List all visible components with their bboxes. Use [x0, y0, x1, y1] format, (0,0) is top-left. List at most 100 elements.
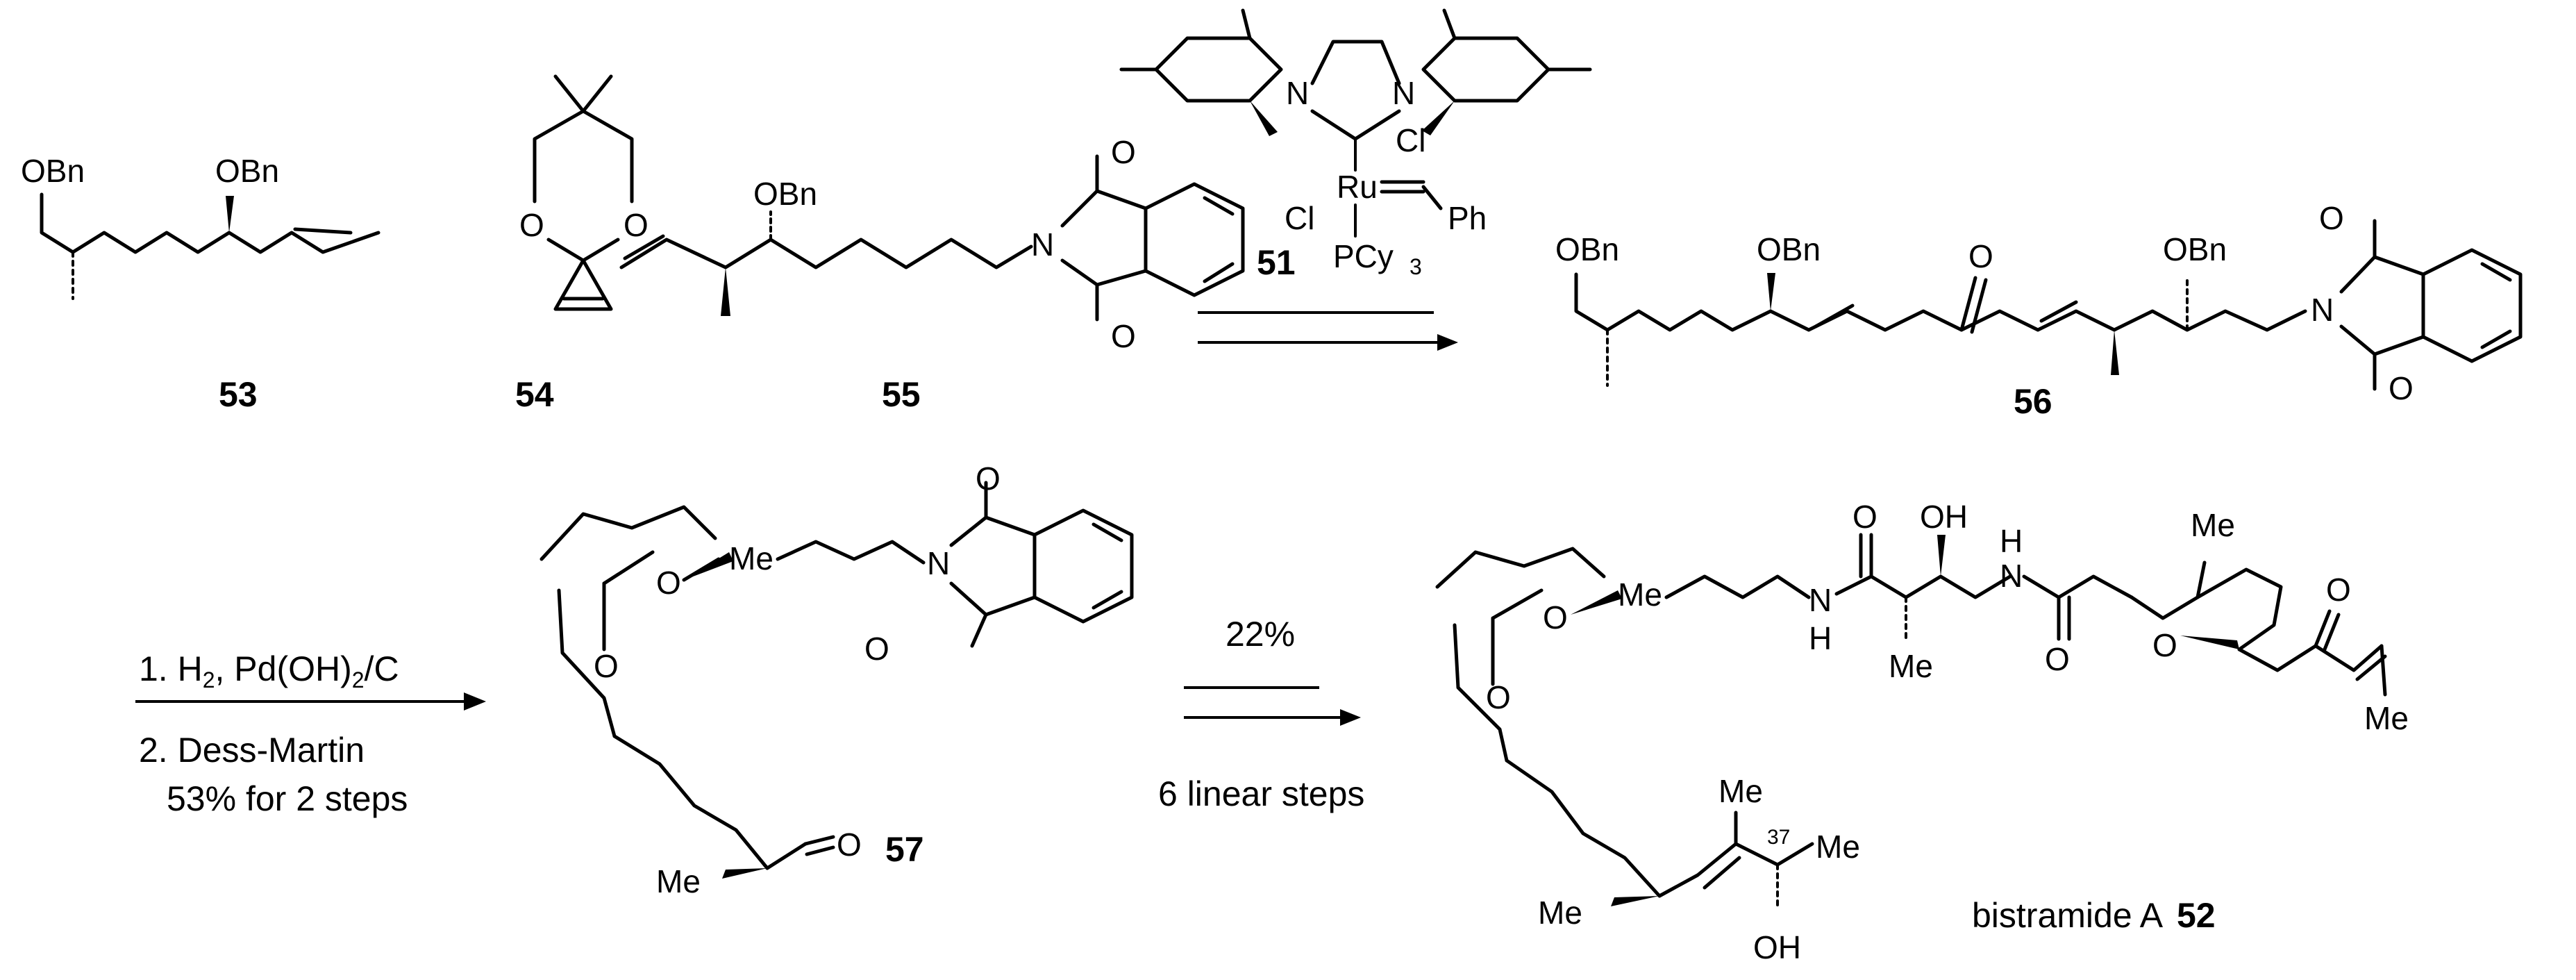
c52-amide1 [1834, 574, 2012, 599]
c56-o-top: O [2319, 200, 2344, 236]
c54-o-right: O [624, 207, 649, 243]
c57-chain-to-n [776, 540, 926, 565]
c56-db-2 [2039, 300, 2078, 323]
c51-mesityl-left [1154, 36, 1283, 103]
arrow-2: 1. H2, Pd(OH)2/C 2. Dess-Martin 53% for … [135, 649, 486, 818]
c52-wedge-oh [1937, 535, 1946, 576]
c52-me-vinyl: Me [1718, 773, 1763, 809]
c55-o-top: O [1111, 134, 1136, 170]
c52-oh-c37: OH [1753, 929, 1801, 965]
c52-nh2-n: N [2000, 558, 2023, 594]
c56-number: 56 [2014, 382, 2052, 421]
c52-me-ring: Me [1618, 576, 1662, 613]
c52-ring-lower [1453, 623, 1509, 763]
c55-o-bottom: O [1111, 318, 1136, 354]
compound-55: OBn N O O 55 [619, 134, 1245, 414]
c57-o-upper: O [656, 565, 681, 601]
c52-oh: OH [1920, 499, 1968, 535]
c52-pyran [2130, 567, 2283, 651]
c57-number: 57 [885, 830, 924, 869]
c52-pyran-wedge [2180, 636, 2239, 649]
c56-benzo [2421, 248, 2523, 363]
c57-o-aldehyde: O [837, 827, 862, 863]
c52-o-amide1: O [1852, 499, 1877, 535]
c54-me2 [581, 74, 613, 113]
c57-wedge-me [722, 868, 767, 879]
c52-enone-db [2355, 654, 2387, 681]
c57-wedge-chain [684, 552, 733, 580]
c52-c37-label: 37 [1767, 826, 1790, 849]
c56-obn-1: OBn [1555, 231, 1619, 267]
c52-amide2 [2022, 574, 2134, 599]
c52-co-enone [2314, 609, 2332, 648]
c56-obn-3: OBn [2163, 231, 2227, 267]
arrow-3-yield: 22% [1226, 615, 1295, 654]
c52-ring-upper-2 [1491, 588, 1544, 620]
c51-mes-right-wedge [1422, 101, 1455, 135]
c57-o-bottom: O [864, 631, 889, 667]
arrow-2-step1: 1. H2, Pd(OH)2/C [139, 649, 399, 692]
arrow-3-steps: 6 linear steps [1158, 774, 1364, 813]
compound-56: OBn OBn O OBn N O O 56 [1555, 200, 2523, 421]
c52-name: bistramide A [1972, 896, 2164, 935]
c51-pcy3: PCy [1333, 238, 1394, 274]
c56-obn-2: OBn [1757, 231, 1821, 267]
c55-benzo-db1 [1203, 196, 1235, 216]
c55-number: 55 [882, 375, 921, 414]
c57-benzo-db1 [1092, 522, 1123, 542]
c56-wedge-obn2 [1767, 273, 1775, 311]
c56-wedge-me [2111, 330, 2119, 375]
compound-57: O O Me N O O Me O 57 [540, 460, 1134, 899]
c57-n: N [927, 545, 950, 581]
c57-ring-upper-2 [602, 550, 655, 585]
c55-imide [1060, 189, 1148, 287]
c52-o-lower: O [1486, 679, 1511, 715]
c55-vinyl-double [623, 234, 665, 260]
c52-number: 52 [2177, 896, 2216, 935]
arrow-2-head [464, 692, 486, 711]
c56-n: N [2311, 292, 2334, 328]
c52-me-chain: Me [1538, 895, 1582, 931]
c57-benzo [1032, 508, 1134, 624]
c52-nh2-h: H [2000, 523, 2023, 559]
c51-nhc-backbone [1310, 40, 1401, 85]
c52-o-enone: O [2326, 572, 2351, 608]
c54-o-left: O [519, 207, 544, 243]
arrow-2-step2: 2. Dess-Martin [139, 731, 365, 770]
c55-chain [619, 238, 1033, 269]
c51-ru: Ru [1337, 169, 1378, 205]
arrow-2-step2-yield: 53% for 2 steps [167, 779, 408, 818]
c57-me-ring: Me [729, 540, 773, 576]
c56-o-ketone: O [1968, 238, 1993, 274]
c53-vinyl-double [293, 227, 353, 235]
c55-obn: OBn [753, 176, 817, 212]
c53-number: 53 [219, 375, 258, 414]
c57-ring-upper [540, 505, 717, 561]
arrow-3-head [1340, 709, 1361, 726]
c57-benzo-db2 [1092, 590, 1123, 610]
compound-53: OBn OBn 53 [21, 153, 380, 414]
c51-mes-right-me2 [1442, 8, 1457, 40]
c57-o-lower: O [594, 648, 619, 684]
c56-benzo-db2 [2480, 329, 2512, 349]
c53-obn-right: OBn [215, 153, 279, 189]
arrow-3: 22% 6 linear steps [1158, 615, 1364, 813]
c52-me-pyran: Me [2191, 507, 2235, 543]
c51-mes-left-wedge [1250, 101, 1278, 136]
c57-imide [949, 515, 1037, 617]
c55-n: N [1031, 226, 1054, 263]
c55-benzo-db2 [1203, 262, 1235, 283]
c57-side-chain [612, 734, 808, 870]
c57-aldehyde-co-2 [805, 845, 835, 856]
c51-nhc-carbene [1310, 109, 1401, 141]
c52-co-enone-2 [2323, 613, 2341, 651]
c52-o-amide2: O [2045, 641, 2070, 677]
c52-nh1-n: N [1809, 582, 1832, 618]
c56-imide [2339, 255, 2425, 356]
c57-ring-lower [557, 588, 617, 738]
c54-ring [533, 109, 634, 204]
c52-chain-to-nh [1664, 574, 1811, 599]
c51-mesityl-right [1421, 36, 1550, 103]
c52-o-pyran: O [2152, 627, 2177, 663]
c56-co [1959, 276, 1977, 332]
